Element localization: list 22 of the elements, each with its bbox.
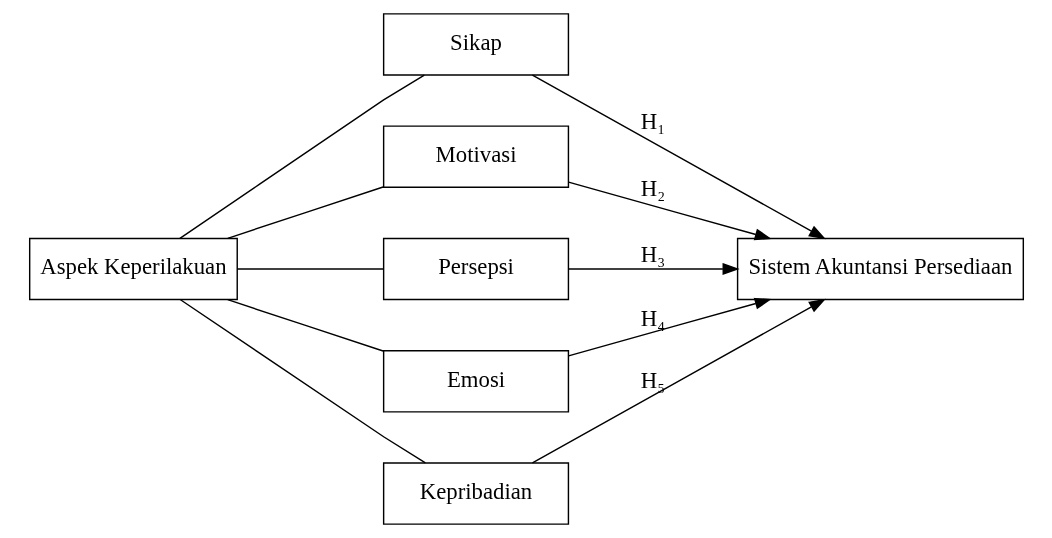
node-box: Aspek Keperilakuan	[28, 237, 238, 301]
arrow	[567, 263, 740, 275]
arrow	[531, 74, 826, 240]
connector	[236, 268, 384, 270]
connector	[178, 74, 425, 240]
edge-label: H₄	[640, 305, 665, 331]
edge-label: H₅	[640, 368, 665, 394]
node-box: Motivasi	[382, 125, 569, 188]
node-box: Kepribadian	[382, 462, 569, 525]
arrow	[531, 298, 826, 464]
arrow	[567, 297, 772, 357]
arrow	[567, 181, 772, 241]
node-box: Emosi	[382, 350, 569, 413]
node-box: Sistem Akuntansi Persediaan	[736, 237, 1024, 301]
node-box: Persepsi	[382, 237, 569, 301]
edge-label: H₃	[640, 241, 665, 267]
edge-label: H₂	[640, 176, 665, 202]
node-box: Sikap	[382, 13, 569, 76]
connector	[226, 186, 384, 239]
connector	[179, 299, 426, 464]
connector	[226, 299, 384, 352]
edge-label: H₁	[640, 109, 665, 135]
